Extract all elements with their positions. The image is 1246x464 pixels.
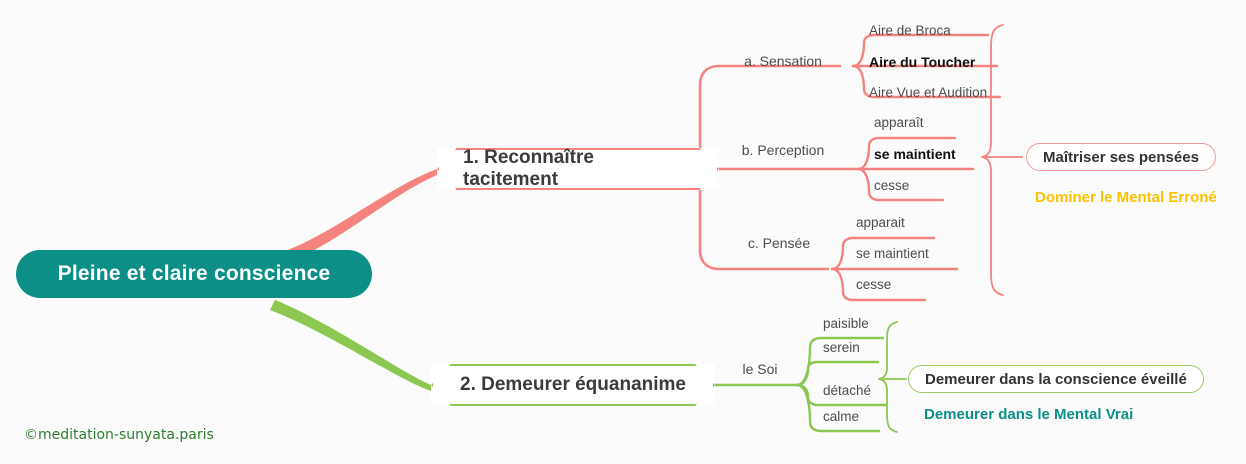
leaf-aire-vue-et-audition[interactable]: Aire Vue et Audition: [869, 85, 988, 100]
branch-node-2-shape: [431, 364, 715, 406]
leaf-calme[interactable]: calme: [823, 409, 860, 424]
group-label-perception[interactable]: b. Perception: [741, 142, 825, 158]
leaf-perception-apparait[interactable]: apparaît: [874, 115, 924, 130]
branch-node-2-label: 2. Demeurer équananime: [460, 374, 686, 395]
leaf-perception-se-maintient[interactable]: se maintient: [874, 146, 956, 162]
group-label-sensation[interactable]: a. Sensation: [744, 53, 822, 69]
brace-branch2: [878, 321, 898, 433]
connector-center-to-branch-1: [282, 169, 437, 262]
branch-node-2[interactable]: 2. Demeurer équananime: [431, 364, 715, 406]
leaf-pensee-se-maintient[interactable]: se maintient: [856, 246, 929, 261]
leaf-paisible[interactable]: paisible: [823, 316, 869, 331]
leaf-pensee-cesse[interactable]: cesse: [856, 277, 892, 292]
summary-note-branch-2: Demeurer dans le Mental Vrai: [924, 406, 1134, 423]
branch-node-1-label: 1. Reconnaître tacitement: [463, 147, 594, 190]
leaf-aire-du-toucher[interactable]: Aire du Toucher: [869, 54, 976, 70]
brace-branch1: [981, 24, 1004, 296]
wire-soi-leaf-2: [795, 360, 880, 387]
summary-note-branch-1: Dominer le Mental Erroné: [1035, 189, 1217, 206]
group-label-le-soi[interactable]: le Soi: [742, 361, 778, 377]
branch-node-1[interactable]: 1. Reconnaître tacitement: [437, 147, 719, 190]
leaf-aire-de-broca[interactable]: Aire de Broca: [869, 23, 951, 38]
summary-pill-branch-1[interactable]: Maîtriser ses pensées: [1026, 143, 1216, 171]
leaf-perception-cesse[interactable]: cesse: [874, 178, 910, 193]
summary-pill-branch-2[interactable]: Demeurer dans la conscience éveillé: [908, 365, 1204, 393]
leaf-pensee-apparait[interactable]: apparait: [856, 215, 905, 230]
wire-branch1-to-pensee: [698, 167, 830, 271]
central-node-label: Pleine et claire conscience: [57, 262, 331, 285]
leaf-serein[interactable]: serein: [823, 340, 860, 355]
leaf-detache[interactable]: détaché: [823, 383, 872, 398]
central-node[interactable]: Pleine et claire conscience: [16, 250, 372, 298]
branch-node-1-shape: [437, 148, 719, 190]
copyright-text: ©meditation-sunyata.paris: [24, 427, 214, 443]
connector-center-to-branch-2: [270, 300, 431, 391]
group-label-pensee[interactable]: c. Pensée: [747, 235, 811, 251]
